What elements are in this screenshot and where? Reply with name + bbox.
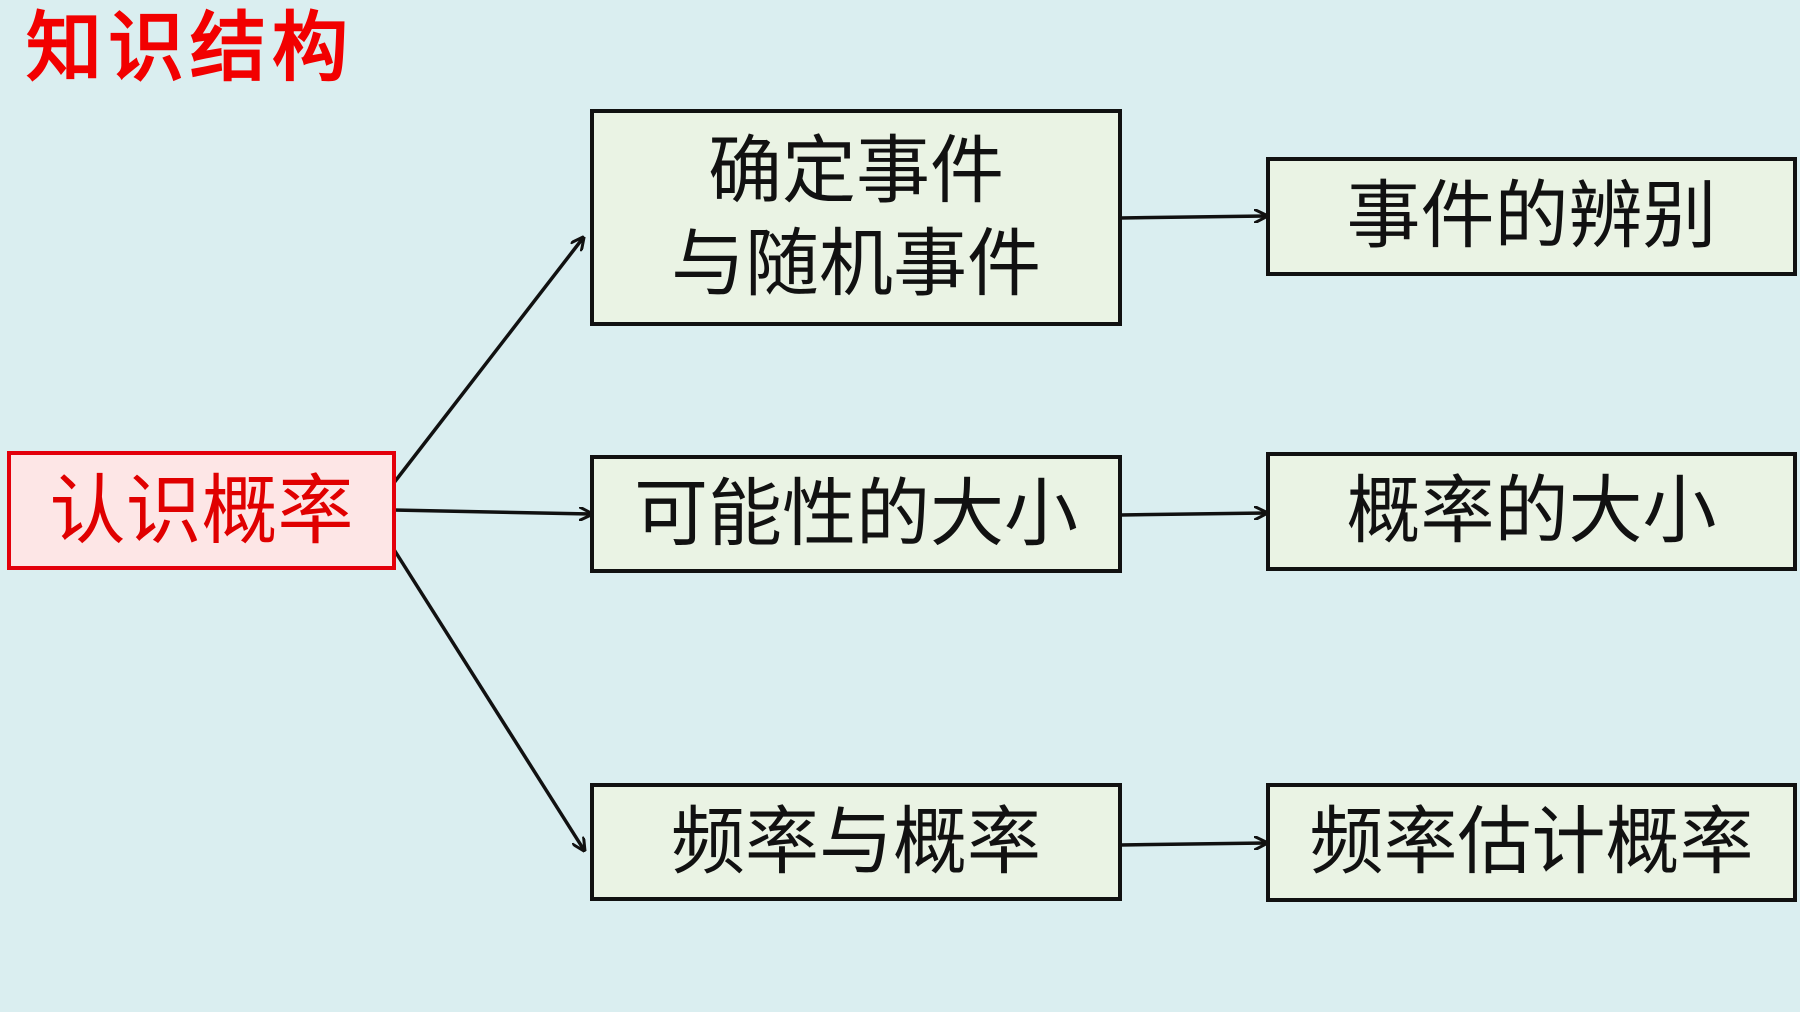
- child-node-2-label: 概率的大小: [1346, 468, 1717, 555]
- branch-node-2: 可能性的大小: [590, 455, 1122, 573]
- root-node: 认识概率: [7, 451, 396, 570]
- arrow-root-to-branch-2: [392, 510, 591, 514]
- branch-node-1-line-2: 与随机事件: [671, 220, 1041, 307]
- child-node-1: 事件的辨别: [1266, 157, 1797, 276]
- child-node-3-label: 频率估计概率: [1309, 799, 1754, 886]
- arrow-root-to-branch-1: [391, 238, 583, 486]
- root-node-label: 认识概率: [49, 466, 354, 555]
- arrow-branch-3-to-child-3: [1119, 843, 1266, 845]
- branch-node-1: 确定事件 与随机事件: [590, 109, 1122, 326]
- child-node-3: 频率估计概率: [1266, 783, 1797, 902]
- arrow-branch-2-to-child-2: [1119, 513, 1266, 515]
- arrow-root-to-branch-3: [391, 547, 584, 850]
- branch-node-3: 频率与概率: [590, 783, 1122, 901]
- arrow-branch-1-to-child-1: [1119, 216, 1266, 218]
- child-node-1-label: 事件的辨别: [1346, 173, 1717, 260]
- branch-node-2-label: 可能性的大小: [634, 470, 1078, 557]
- branch-node-3-label: 频率与概率: [671, 798, 1041, 885]
- branch-node-1-line-1: 确定事件: [708, 128, 1004, 214]
- child-node-2: 概率的大小: [1266, 452, 1797, 571]
- page-title: 知识结构: [26, 3, 354, 92]
